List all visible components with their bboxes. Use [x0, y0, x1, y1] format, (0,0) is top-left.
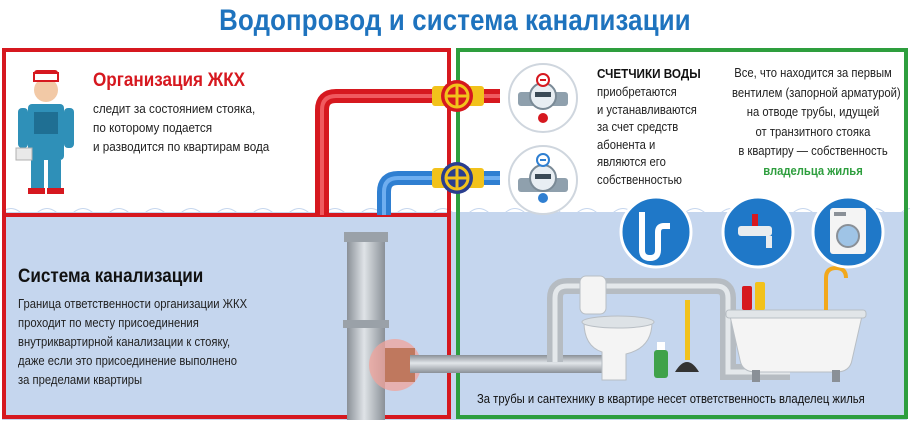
- text-line: приобретаются: [597, 85, 677, 99]
- text-line: даже если это присоединение выполнено: [18, 354, 238, 368]
- text-line: на отводе трубы, идущей: [746, 105, 880, 119]
- plumber-icon: [15, 70, 74, 194]
- toilet-icon: [579, 275, 655, 381]
- faucet-icon: [721, 195, 795, 269]
- cold-water-valve-icon: [432, 162, 484, 194]
- owner-description: Все, что находится за первым вентилем (з…: [732, 64, 901, 181]
- text-line: абонента и: [597, 137, 656, 152]
- hot-water-meter-icon: [508, 63, 578, 133]
- text-line: Граница ответственности организации ЖКХ: [18, 297, 248, 311]
- meters-title: СЧЕТЧИКИ ВОДЫ: [597, 66, 701, 81]
- text-line: являются его: [597, 155, 666, 169]
- text-line: и разводится по квартирам вода: [93, 139, 270, 154]
- hot-water-pipe: [315, 89, 500, 215]
- owner-highlight: владельца жилья: [763, 163, 863, 178]
- text-line: в квартиру — собственность: [738, 144, 888, 158]
- text-line: следит за состоянием стояка,: [93, 101, 256, 116]
- apartment-sewer-pipe: [410, 355, 610, 373]
- bottom-note: За трубы и сантехнику в квартире несет о…: [477, 392, 865, 406]
- text-line: по которому подается: [93, 120, 213, 135]
- org-title: Организация ЖКХ: [93, 70, 246, 91]
- pipes-icon: [619, 195, 693, 269]
- text-line: внутриквартирной канализации к стояку,: [18, 335, 231, 349]
- text-line: проходит по месту присоединения: [18, 316, 199, 330]
- text-line: и устанавливаются: [597, 102, 697, 117]
- owner-zone-border: [456, 48, 908, 419]
- text-line: за пределами квартиры: [18, 373, 143, 387]
- meters-description: приобретаются и устанавливаются за счет …: [597, 84, 705, 189]
- text-line: собственностью: [597, 172, 682, 187]
- hot-water-valve-icon: [432, 80, 484, 112]
- sewer-description: Граница ответственности организации ЖКХ …: [18, 295, 288, 390]
- org-description: следит за состоянием стояка, по которому…: [93, 99, 291, 156]
- cleaner-bottle-icon: [654, 342, 668, 378]
- cold-water-meter-icon: [508, 145, 578, 215]
- sewer-zone-border: [2, 213, 451, 419]
- bathtub-icon: [725, 265, 867, 382]
- text-line: Все, что находится за первым: [734, 66, 892, 80]
- washing-machine-icon: [811, 195, 885, 269]
- sewer-title: Система канализации: [18, 266, 204, 287]
- text-line: за счет средств: [597, 120, 679, 134]
- text-line: от транзитного стояка: [755, 124, 871, 139]
- text-line: вентилем (запорной арматурой): [732, 85, 901, 100]
- plunger-icon: [675, 300, 699, 372]
- page-title: Водопровод и система канализации: [219, 4, 691, 37]
